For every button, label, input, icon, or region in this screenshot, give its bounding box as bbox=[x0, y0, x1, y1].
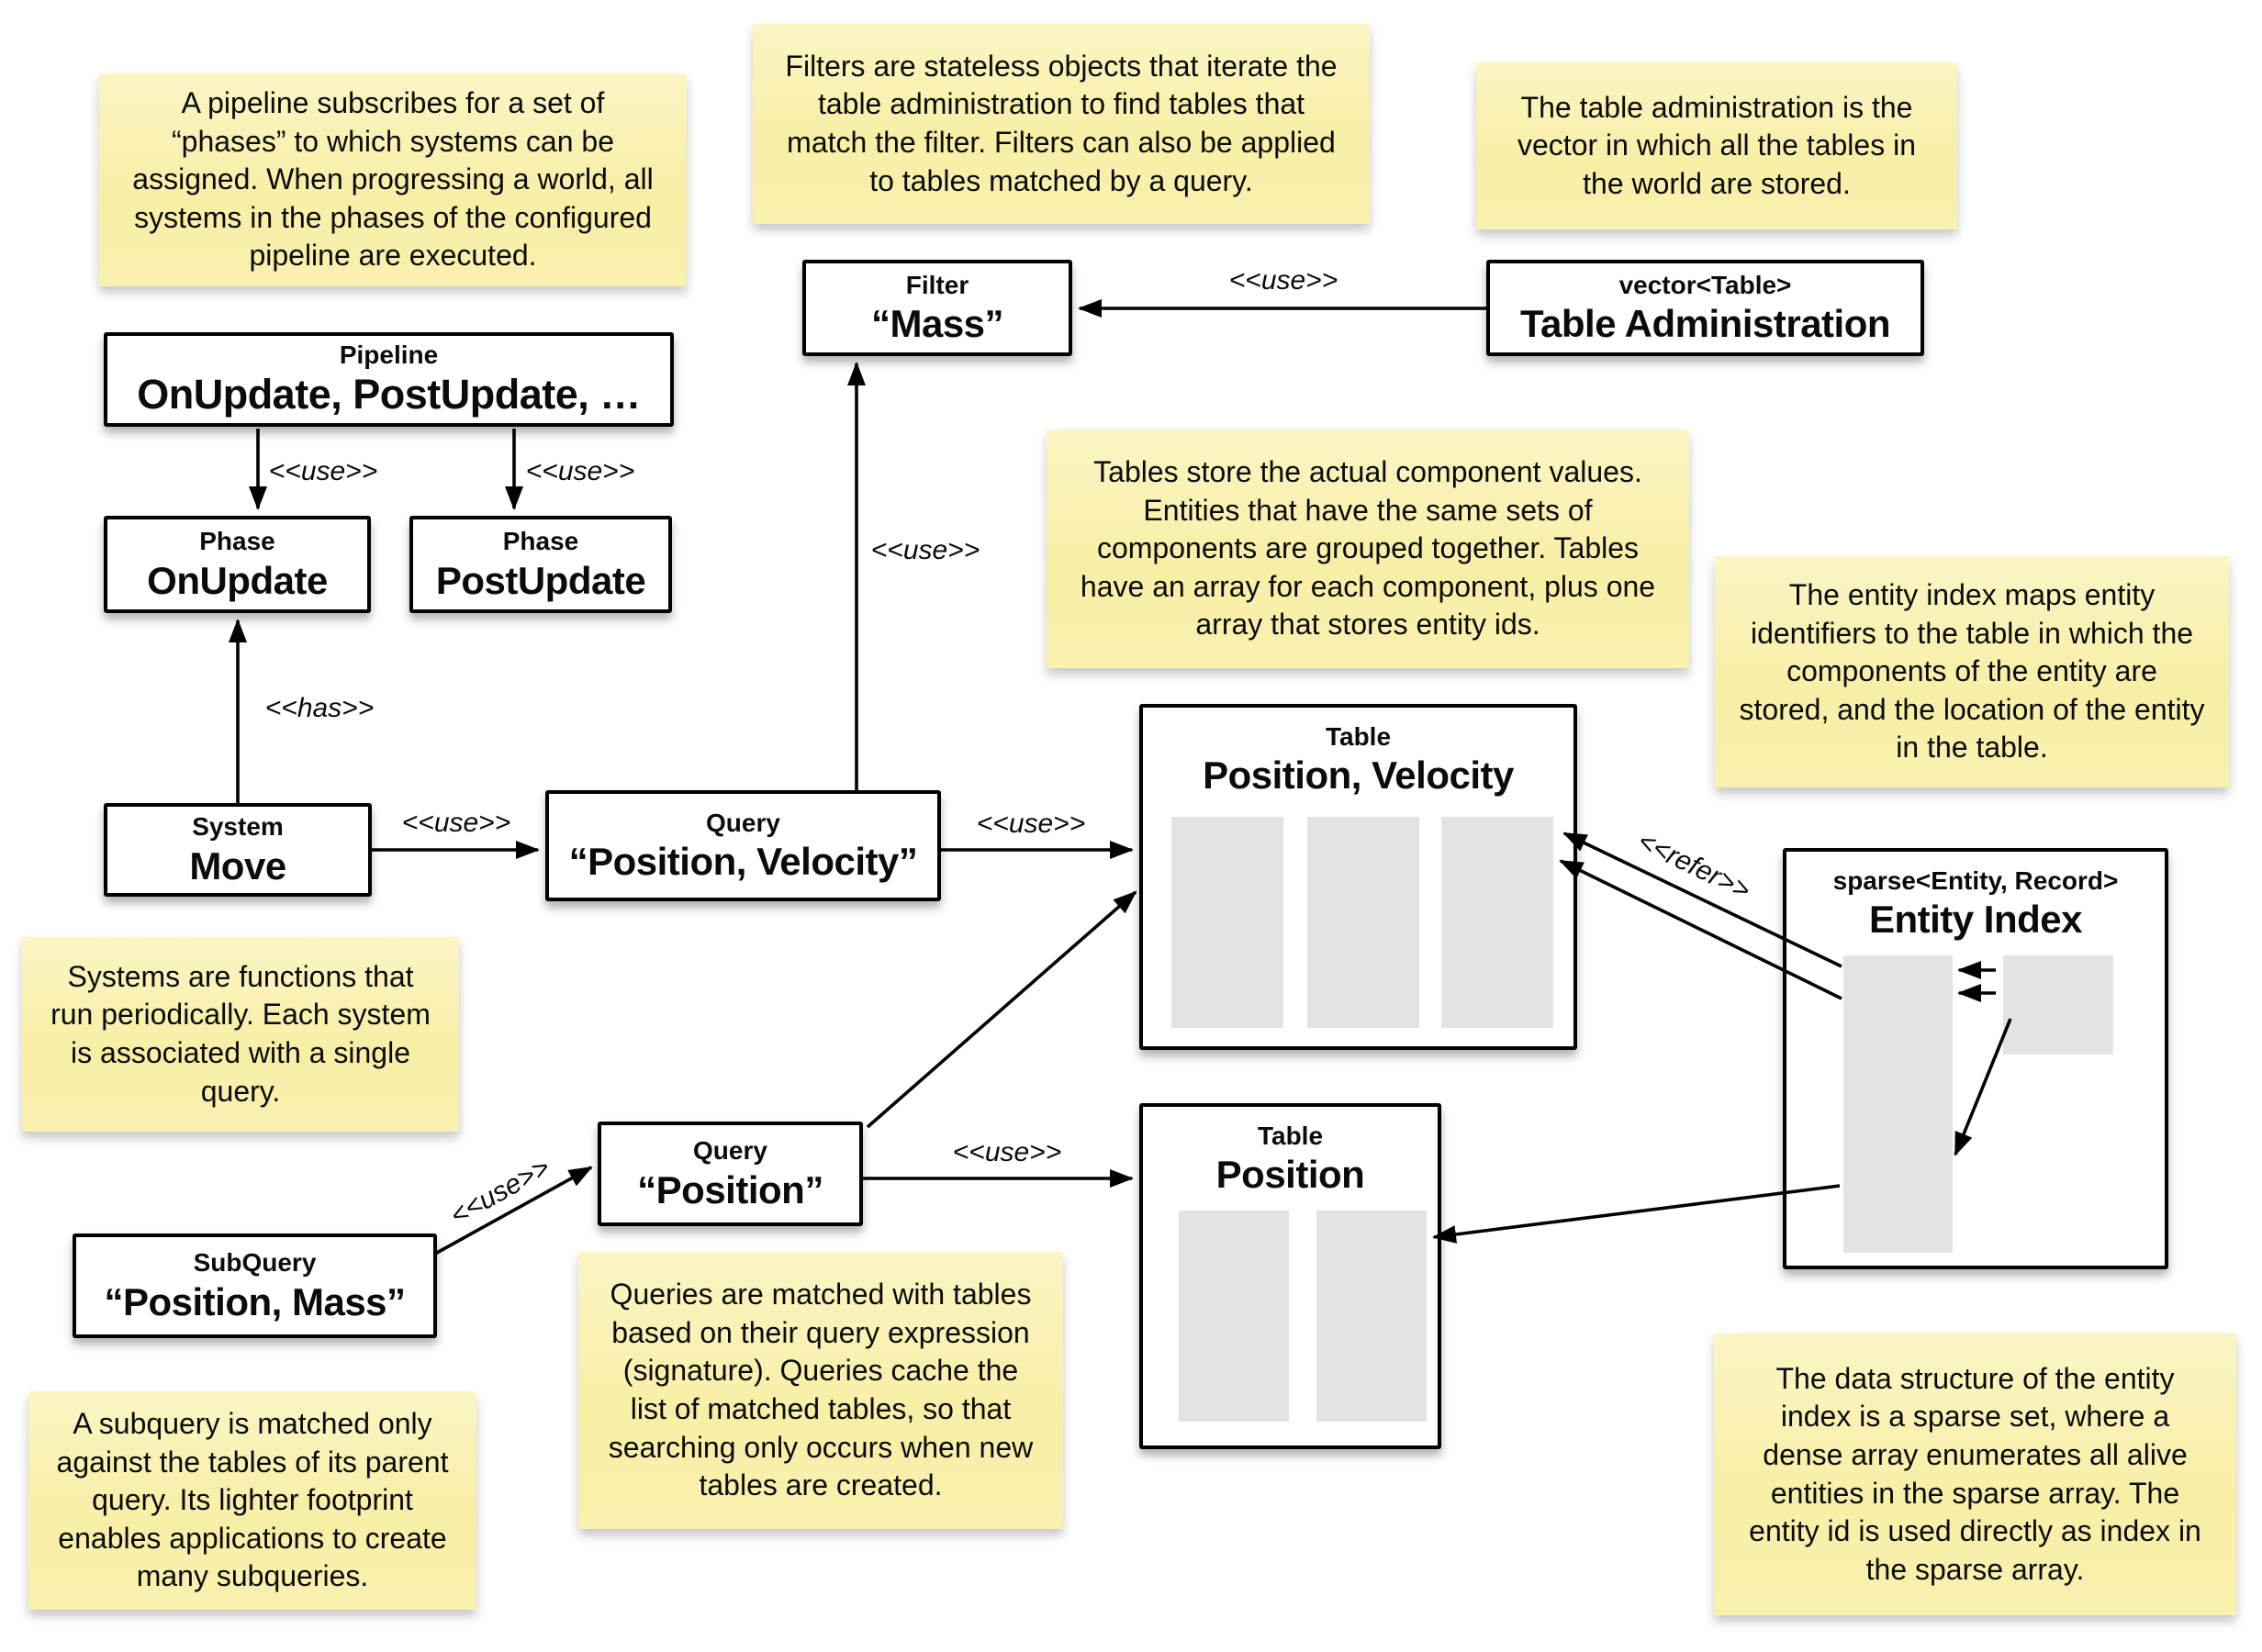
use-label: <<use>> bbox=[268, 456, 378, 486]
entity-index-stereotype: sparse<Entity, Record> bbox=[1832, 866, 2119, 895]
filter-name: “Mass” bbox=[870, 302, 1004, 346]
component-array-column bbox=[1171, 817, 1283, 1028]
filter-stereotype: Filter bbox=[905, 270, 969, 299]
use-label: <<use>> bbox=[401, 808, 511, 838]
note-entity-index-data-structure: The data structure of the entity index i… bbox=[1714, 1334, 2236, 1615]
entity-index-name: Entity Index bbox=[1868, 898, 2083, 942]
table-administration-box: vector<Table> Table Administration bbox=[1486, 260, 1924, 356]
phase-postupdate-stereotype: Phase bbox=[502, 527, 579, 556]
query-position-box: Query “Position” bbox=[598, 1122, 863, 1226]
query-p-stereotype: Query bbox=[693, 1136, 767, 1166]
table-admin-stereotype: vector<Table> bbox=[1618, 270, 1792, 299]
query-pv-stereotype: Query bbox=[706, 808, 780, 837]
entity-id-array-column bbox=[1316, 1211, 1427, 1422]
phase-onupdate-box: Phase OnUpdate bbox=[104, 516, 371, 613]
connector-entityindex-to-tablep bbox=[1432, 1184, 1841, 1244]
subquery-stereotype: SubQuery bbox=[193, 1248, 317, 1278]
table-p-stereotype: Table bbox=[1257, 1122, 1324, 1150]
use-label: <<use>> bbox=[525, 456, 635, 486]
note-pipeline: A pipeline subscribes for a set of “phas… bbox=[99, 73, 687, 286]
use-label: <<use>> bbox=[870, 535, 980, 565]
table-admin-name: Table Administration bbox=[1519, 302, 1891, 346]
use-label: <<use>> bbox=[444, 1152, 555, 1232]
component-array-column bbox=[1307, 817, 1419, 1028]
table-position-box: Table Position bbox=[1139, 1103, 1441, 1449]
use-label: <<use>> bbox=[976, 809, 1086, 839]
pipeline-box: Pipeline OnUpdate, PostUpdate, … bbox=[104, 332, 674, 427]
note-entity-index: The entity index maps entity identifiers… bbox=[1715, 556, 2229, 787]
note-subquery: A subquery is matched only against the t… bbox=[28, 1391, 476, 1610]
table-pv-name: Position, Velocity bbox=[1203, 753, 1514, 798]
note-systems: Systems are functions that run periodica… bbox=[22, 937, 459, 1132]
phase-onupdate-stereotype: Phase bbox=[199, 527, 275, 556]
entity-id-array-column bbox=[1441, 817, 1553, 1028]
entity-index-box: sparse<Entity, Record> Entity Index bbox=[1783, 848, 2168, 1269]
table-pv-stereotype: Table bbox=[1325, 722, 1392, 751]
filter-mass-box: Filter “Mass” bbox=[802, 260, 1072, 356]
note-filters: Filters are stateless objects that itera… bbox=[753, 24, 1370, 224]
phase-postupdate-box: Phase PostUpdate bbox=[409, 516, 672, 613]
system-move-name: Move bbox=[189, 843, 286, 887]
note-tables: Tables store the actual component values… bbox=[1047, 430, 1689, 668]
component-array-column bbox=[1179, 1211, 1289, 1422]
system-move-box: System Move bbox=[104, 803, 372, 897]
query-pv-name: “Position, Velocity” bbox=[568, 840, 918, 884]
phase-onupdate-name: OnUpdate bbox=[147, 558, 328, 602]
system-move-stereotype: System bbox=[192, 812, 284, 842]
table-p-name: Position bbox=[1215, 1153, 1365, 1197]
use-label: <<use>> bbox=[1228, 265, 1338, 296]
table-position-velocity-box: Table Position, Velocity bbox=[1139, 704, 1577, 1050]
has-label: <<has>> bbox=[264, 693, 375, 723]
pipeline-stereotype: Pipeline bbox=[339, 340, 439, 370]
refer-label: <<refer>> bbox=[1632, 825, 1755, 907]
subquery-box: SubQuery “Position, Mass” bbox=[73, 1233, 437, 1338]
subquery-name: “Position, Mass” bbox=[104, 1279, 406, 1323]
pipeline-name: OnUpdate, PostUpdate, … bbox=[137, 371, 641, 419]
use-label: <<use>> bbox=[952, 1137, 1062, 1167]
query-p-name: “Position” bbox=[637, 1167, 823, 1211]
note-queries: Queries are matched with tables based on… bbox=[578, 1252, 1063, 1529]
connector-queryp-to-tablepv bbox=[866, 890, 1137, 1129]
sparse-array-column bbox=[1843, 955, 1953, 1253]
dense-array-block bbox=[2003, 955, 2113, 1055]
query-position-velocity-box: Query “Position, Velocity” bbox=[545, 790, 941, 901]
phase-postupdate-name: PostUpdate bbox=[435, 558, 646, 602]
note-table-administration: The table administration is the vector i… bbox=[1476, 62, 1957, 229]
